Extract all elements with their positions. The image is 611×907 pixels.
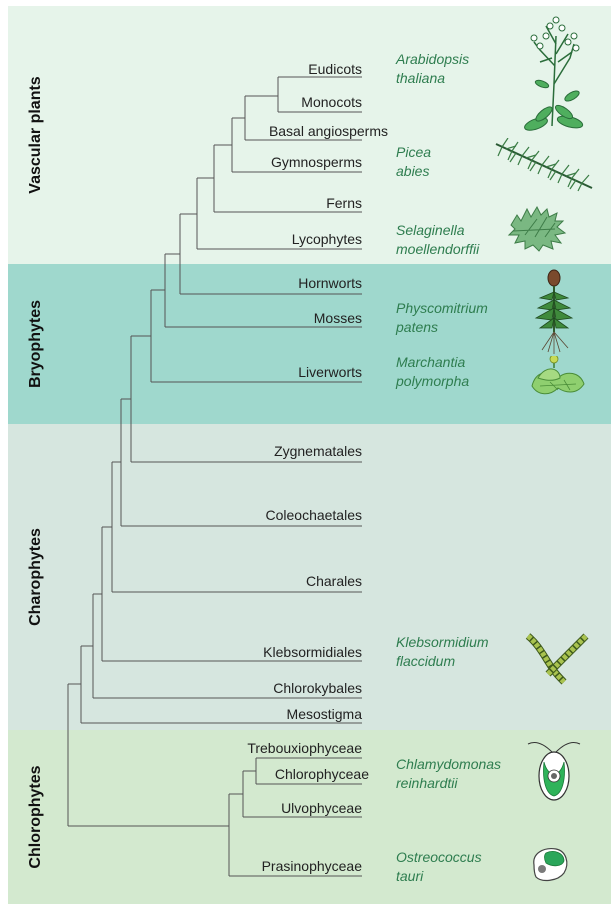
leaf-klebsormidiales: Klebsormidiales: [263, 644, 362, 660]
leaf-chlorophyceae: Chlorophyceae: [275, 766, 369, 782]
ostreococcus-cell-icon: [528, 845, 570, 883]
leaf-ulvophyceae: Ulvophyceae: [281, 800, 362, 816]
leaf-mosses: Mosses: [314, 310, 362, 326]
leaf-mesostigma: Mesostigma: [287, 706, 362, 722]
leaf-lycophytes: Lycophytes: [292, 231, 362, 247]
leaf-basal-angiosperms: Basal angiosperms: [269, 123, 388, 139]
leaf-hornworts: Hornworts: [298, 275, 362, 291]
leaf-prasinophyceae: Prasinophyceae: [262, 858, 362, 874]
leaf-ferns: Ferns: [326, 195, 362, 211]
chlamydomonas-cell-icon: [526, 734, 582, 806]
selaginella-frond-icon: [505, 205, 567, 253]
leaf-trebouxiophyceae: Trebouxiophyceae: [247, 740, 362, 756]
leaf-liverworts: Liverworts: [298, 364, 362, 380]
filamentous-alga-icon: [524, 628, 590, 686]
moss-icon: [532, 268, 576, 354]
arabidopsis-plant-icon: [522, 14, 592, 132]
leaf-monocots: Monocots: [301, 94, 362, 110]
liverwort-icon: [530, 356, 586, 400]
leaf-gymnosperms: Gymnosperms: [271, 154, 362, 170]
leaf-zygnematales: Zygnematales: [274, 443, 362, 459]
leaf-chlorokybales: Chlorokybales: [273, 680, 362, 696]
leaf-charales: Charales: [306, 573, 362, 589]
leaf-eudicots: Eudicots: [308, 61, 362, 77]
spruce-branch-icon: [492, 138, 596, 192]
leaf-coleochaetales: Coleochaetales: [265, 507, 362, 523]
